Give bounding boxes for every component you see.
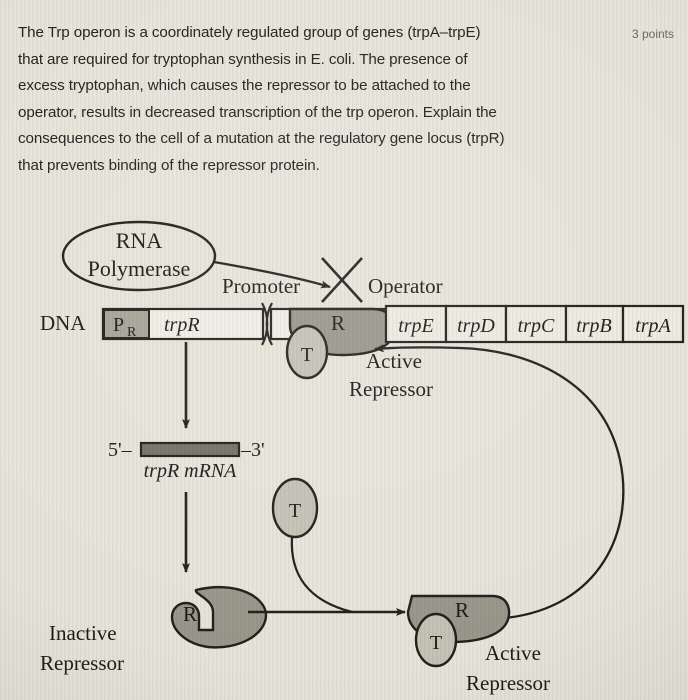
- bound-tryptophan-shape: [285, 324, 329, 380]
- active-repressor-bottom-tryptophan: [414, 612, 458, 668]
- question-line: The Trp operon is a coordinately regulat…: [18, 24, 481, 41]
- dna-label: DNA: [40, 311, 86, 335]
- inactive-repressor-caption-line2: Repressor: [40, 651, 124, 675]
- promoter-box: [103, 309, 150, 339]
- points-badge: 3 points: [631, 27, 674, 41]
- gene-box: [444, 304, 508, 344]
- gene-box-label: trpC: [518, 315, 555, 337]
- gene-box-label: trpD: [457, 315, 495, 337]
- promoter-box-sublabel: R: [127, 325, 137, 340]
- question-line: that are required for tryptophan synthes…: [18, 50, 468, 68]
- repressor-binding-loop-arrow: [374, 344, 625, 620]
- active-repressor-bottom-caption-line2: Repressor: [466, 671, 550, 695]
- blocked-binding-x-icon: [321, 257, 363, 303]
- bound-repressor-r-label: R: [331, 311, 345, 335]
- rna-polymerase-label-line2: Polymerase: [88, 256, 191, 281]
- polymerase-to-promoter-arrow: [213, 260, 331, 289]
- active-repressor-top-caption-line2: Repressor: [349, 377, 433, 401]
- question-text-block: The Trp operon is a coordinately regulat…: [18, 20, 618, 179]
- gene-box: [621, 304, 685, 344]
- question-line: consequences to the cell of a mutation a…: [18, 130, 505, 147]
- operator-label: Operator: [368, 274, 443, 298]
- question-line: excess tryptophan, which causes the repr…: [18, 77, 471, 94]
- trp-operon-diagram: RNA Polymerase Promoter Operator DNA P R…: [0, 200, 688, 700]
- active-repressor-bottom-r-label: R: [455, 598, 469, 622]
- rna-polymerase-label-line1: RNA: [116, 228, 163, 253]
- trpr-gene-label: trpR: [164, 314, 200, 336]
- gene-box-label: trpE: [398, 315, 434, 337]
- tryptophan-binding-curve: [290, 536, 353, 614]
- inactive-repressor-shape: [170, 585, 268, 649]
- mrna-five-prime-label: 5'–: [108, 439, 133, 461]
- free-tryptophan-t-label: T: [289, 500, 301, 522]
- inactive-repressor-caption-line1: Inactive: [49, 621, 117, 645]
- active-repressor-bottom-t-label: T: [430, 632, 442, 654]
- free-tryptophan-shape: [271, 477, 319, 539]
- rna-polymerase-shape: [61, 220, 217, 292]
- inactive-repressor-r-label: R: [183, 602, 197, 626]
- mrna-caption: trpR mRNA: [144, 460, 238, 482]
- active-repressor-top-caption-line1: Active: [366, 349, 422, 373]
- dna-break-icon: [261, 302, 273, 346]
- gene-box-label: trpA: [635, 315, 671, 337]
- promoter-label: Promoter: [222, 274, 300, 298]
- mrna-bar: [139, 441, 241, 458]
- operon-gene-boxes: trpE trpD trpC trpB trpA: [384, 304, 685, 344]
- active-repressor-bottom-caption-line1: Active: [485, 641, 541, 665]
- promoter-box-label: P: [113, 314, 124, 336]
- question-line: operator, results in decreased transcrip…: [18, 103, 497, 121]
- bound-tryptophan-t-label: T: [301, 344, 313, 366]
- mrna-three-prime-label: –3': [240, 439, 265, 461]
- gene-box-label: trpB: [576, 315, 612, 337]
- question-line: that prevents binding of the repressor p…: [18, 156, 320, 174]
